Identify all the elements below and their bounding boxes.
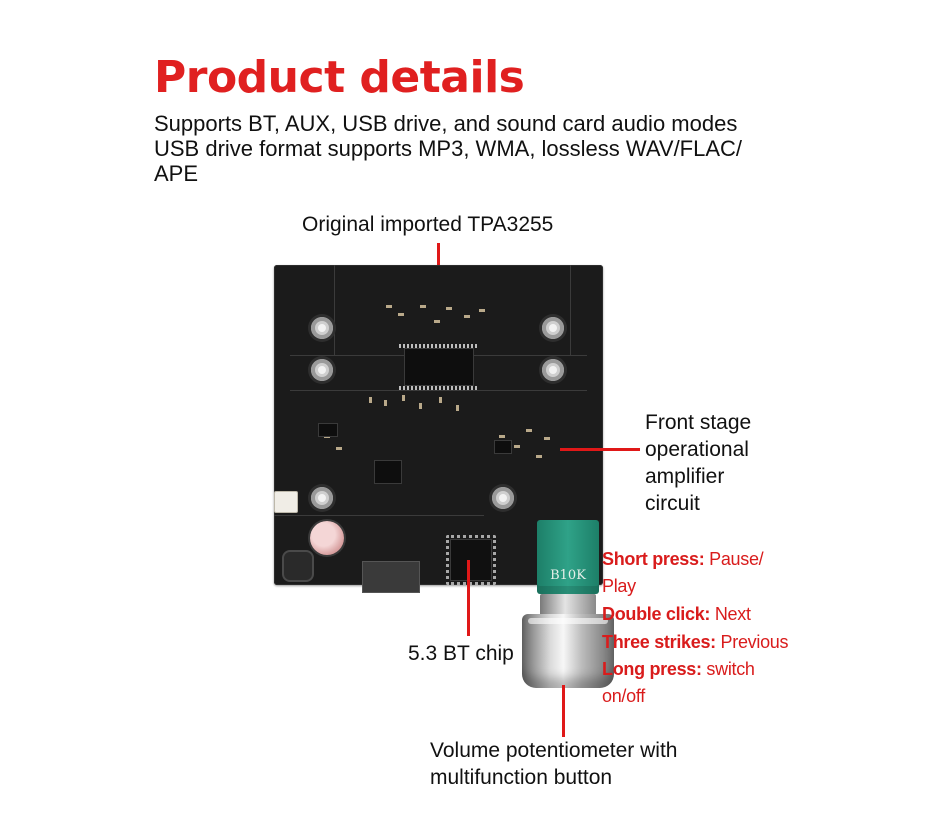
mounting-hole xyxy=(311,317,333,339)
callout-bt-chip: 5.3 BT chip xyxy=(408,642,514,665)
smd-component xyxy=(544,437,550,440)
smd-component xyxy=(398,313,404,316)
callout-line-volume xyxy=(562,685,565,737)
volume-knob xyxy=(522,614,614,688)
smd-component xyxy=(384,400,387,406)
pcb-trace xyxy=(570,265,571,355)
opamp-chip xyxy=(494,440,512,454)
three-strikes-value: Previous xyxy=(715,632,789,652)
small-chip xyxy=(318,423,338,437)
pcb-trace xyxy=(290,390,587,391)
callout-front-stage-line: amplifier xyxy=(645,465,725,488)
callout-volume-line: Volume potentiometer with xyxy=(430,739,678,762)
mounting-hole xyxy=(542,359,564,381)
callout-front-stage: Front stage operational amplifier circui… xyxy=(645,409,751,517)
pcb-trace xyxy=(274,515,484,516)
callout-front-stage-line: operational xyxy=(645,438,749,461)
smd-component xyxy=(499,435,505,438)
long-press-function: Long press: switch xyxy=(602,656,755,683)
double-click-value: Next xyxy=(710,604,751,624)
short-press-function-cont: Play xyxy=(602,576,636,596)
smd-component xyxy=(402,395,405,401)
page-title: Product details xyxy=(154,52,525,103)
smd-component xyxy=(446,307,452,310)
description-line: APE xyxy=(154,161,199,186)
description-line: USB drive format supports MP3, WMA, loss… xyxy=(154,136,743,161)
long-press-label: Long press: xyxy=(602,659,702,679)
mounting-hole xyxy=(311,487,333,509)
smd-component xyxy=(369,397,372,403)
smd-component xyxy=(479,309,485,312)
smd-component xyxy=(419,403,422,409)
three-strikes-function: Three strikes: Previous xyxy=(602,629,789,656)
three-strikes-label: Three strikes: xyxy=(602,632,716,652)
electrolytic-capacitor xyxy=(310,521,344,555)
power-connector xyxy=(274,491,298,513)
short-press-function: Short press: Pause/ xyxy=(602,546,764,573)
smd-component xyxy=(536,455,542,458)
potentiometer-nut xyxy=(540,594,596,616)
mounting-hole xyxy=(542,317,564,339)
smd-component xyxy=(434,320,440,323)
long-press-value: switch xyxy=(701,659,755,679)
tpa3255-chip xyxy=(399,344,479,390)
inductor xyxy=(284,552,312,580)
description-line: Supports BT, AUX, USB drive, and sound c… xyxy=(154,111,738,136)
callout-line-front-stage xyxy=(560,448,640,451)
callout-volume-line: multifunction button xyxy=(430,766,613,789)
product-description: Supports BT, AUX, USB drive, and sound c… xyxy=(154,111,794,186)
smd-component xyxy=(526,429,532,432)
smd-component xyxy=(336,447,342,450)
double-click-label: Double click: xyxy=(602,604,711,624)
callout-front-stage-line: Front stage xyxy=(645,411,752,434)
mounting-hole xyxy=(311,359,333,381)
double-click-function: Double click: Next xyxy=(602,601,751,628)
mounting-hole xyxy=(492,487,514,509)
callout-volume: Volume potentiometer with multifunction … xyxy=(430,737,677,791)
pcb-trace xyxy=(334,265,335,355)
smd-component xyxy=(514,445,520,448)
smd-component xyxy=(420,305,426,308)
bt-chip xyxy=(446,535,496,585)
long-press-function-cont: on/off xyxy=(602,686,645,706)
regulator-chip xyxy=(374,460,402,484)
callout-tpa3255: Original imported TPA3255 xyxy=(302,213,554,236)
smd-component xyxy=(456,405,459,411)
short-press-label: Short press: xyxy=(602,549,705,569)
potentiometer-body xyxy=(537,520,599,594)
smd-component xyxy=(439,397,442,403)
callout-line-bt-chip xyxy=(467,560,470,636)
callout-front-stage-line: circuit xyxy=(645,492,700,515)
bt-antenna xyxy=(362,561,420,593)
smd-component xyxy=(386,305,392,308)
short-press-value: Pause/ xyxy=(704,549,764,569)
potentiometer-marking: B10K xyxy=(550,568,586,583)
smd-component xyxy=(464,315,470,318)
